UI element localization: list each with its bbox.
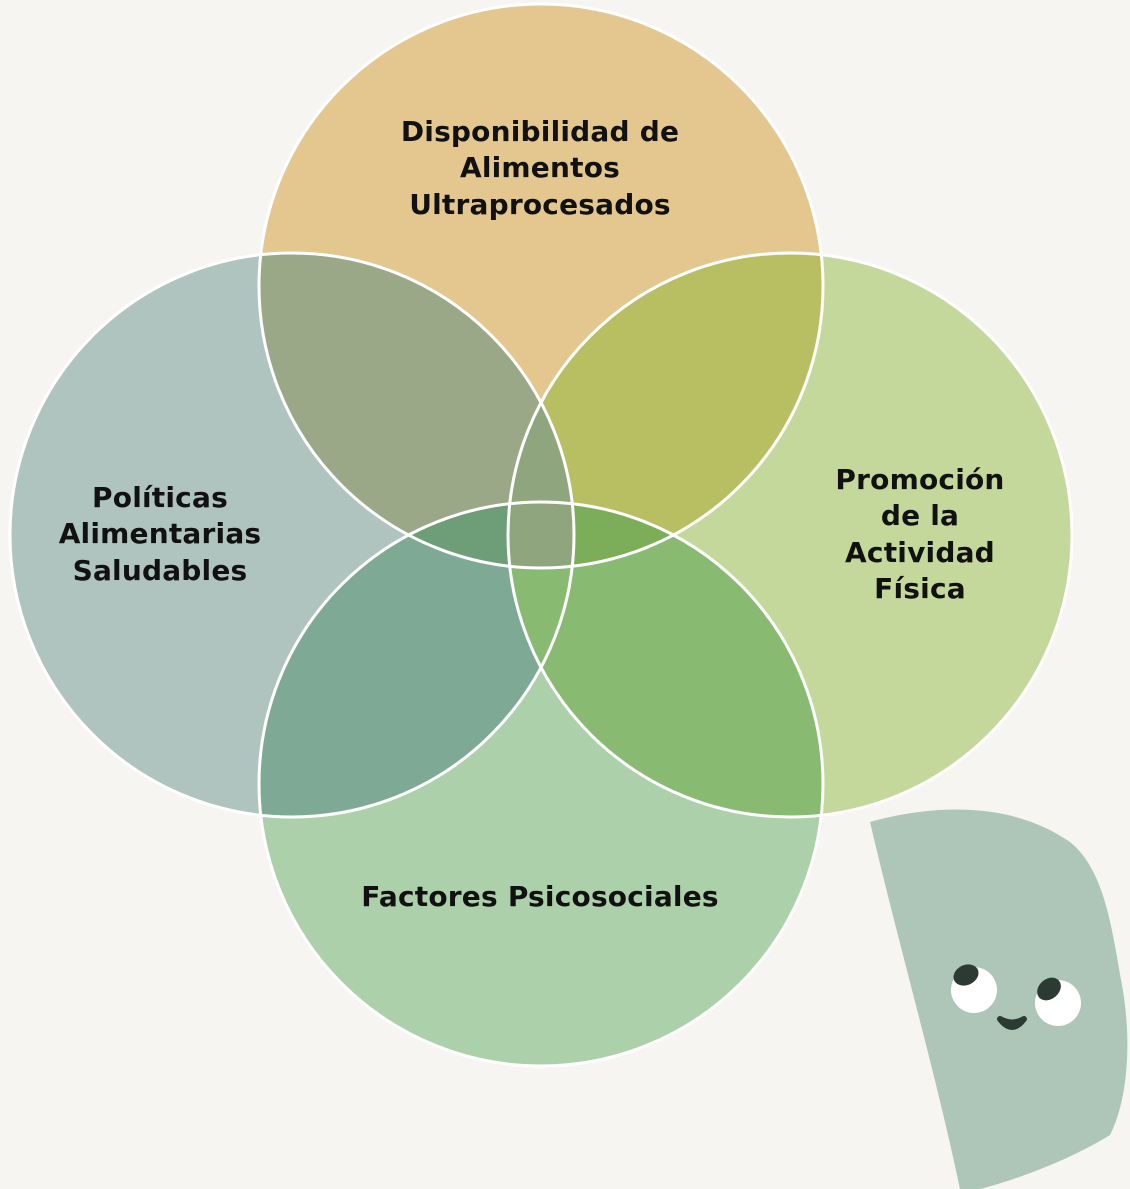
circle-left-outline — [8, 251, 576, 819]
label-politicas-alimentarias-saludables: Políticas Alimentarias Saludables — [30, 480, 290, 589]
label-line: Actividad — [845, 535, 995, 569]
label-line: Física — [874, 572, 966, 606]
label-promocion-actividad-fisica: Promoción de la Actividad Física — [800, 462, 1040, 608]
label-line: Alimentos — [459, 151, 621, 185]
circle-bottom-outline — [257, 500, 825, 1068]
circle-right-outline — [506, 251, 1074, 819]
circle-top-outline — [257, 2, 825, 570]
label-line: de la — [880, 499, 960, 533]
mascot-left-eye-icon — [951, 964, 997, 1013]
mascot-right-eye-icon — [1035, 977, 1081, 1026]
label-line: Factores Psicosociales — [361, 880, 719, 913]
label-line: Saludables — [72, 553, 248, 587]
label-line: Promoción — [835, 463, 1005, 496]
label-line: Alimentarias — [58, 517, 262, 551]
label-factores-psicosociales: Factores Psicosociales — [300, 879, 780, 915]
mascot-smile-icon — [997, 1016, 1027, 1030]
label-line: Políticas — [92, 481, 228, 514]
mascot-body — [870, 809, 1128, 1189]
smiling-blob-mascot-icon — [870, 809, 1128, 1189]
label-line: Disponibilidad de — [400, 115, 680, 148]
label-line: Ultraprocesados — [409, 187, 671, 221]
label-disponibilidad-alimentos-ultraprocesados: Disponibilidad de Alimentos Ultraprocesa… — [360, 114, 720, 223]
